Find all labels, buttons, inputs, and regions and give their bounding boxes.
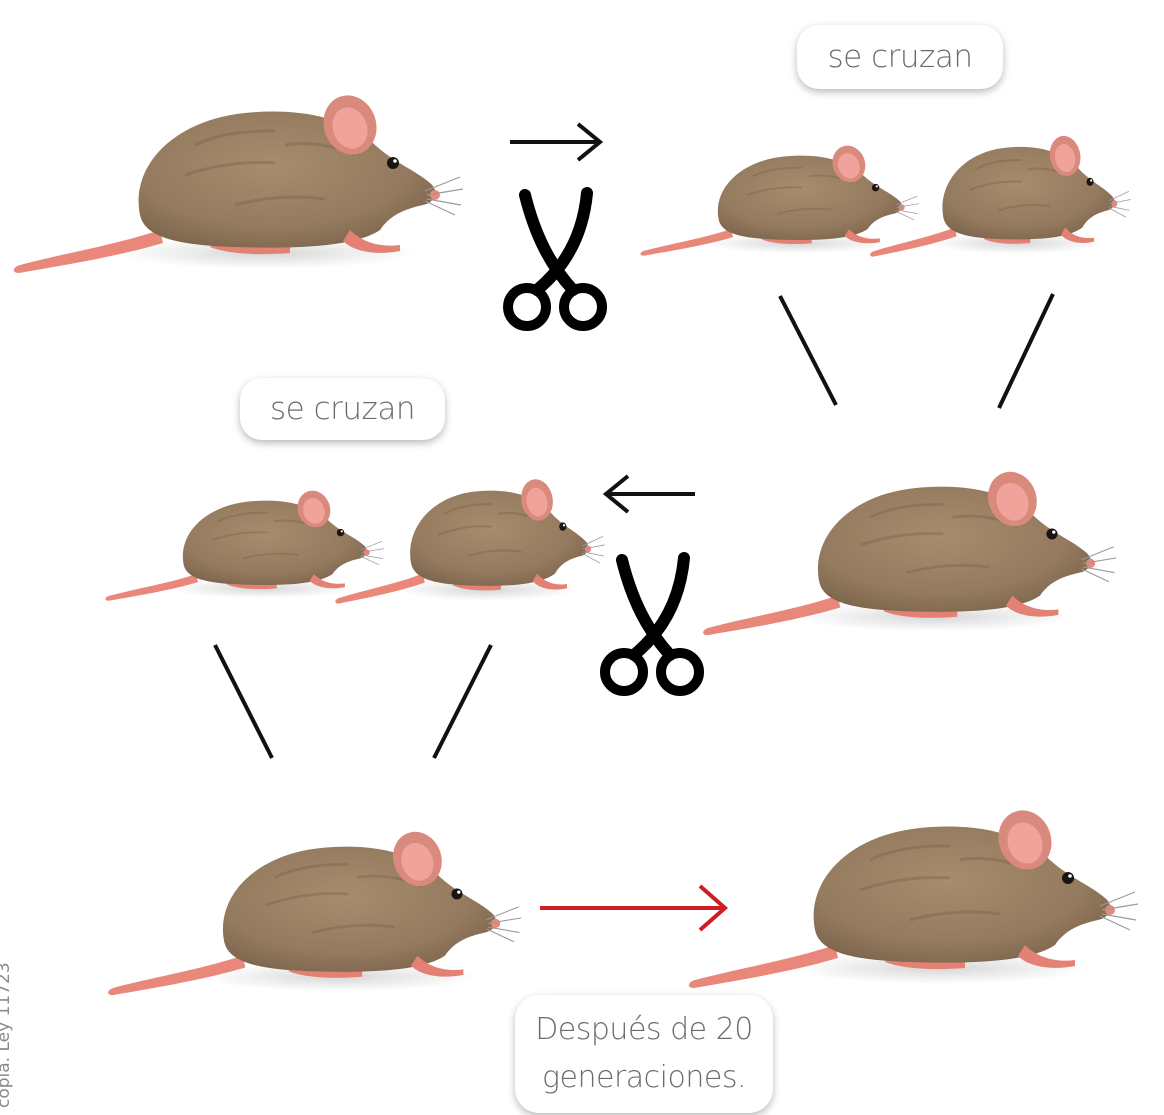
connector-lines-bottom [215,645,491,758]
arrow-right-icon [510,124,600,160]
connector-lines-top [780,294,1053,408]
mouse-offspring-2b [335,474,605,604]
crossing-label: se cruzan [240,378,445,440]
crossing-label-text: se cruzan [270,391,415,427]
mouse-offspring-generation-2 [108,825,521,995]
mouse-offspring-1b [870,131,1131,257]
crossing-label-text: se cruzan [828,39,973,75]
crossing-label: se cruzan [797,25,1003,89]
mouse-offspring-1a [640,141,918,256]
mouse-parent-top-left [14,88,463,273]
generations-label-line1: Después de 20 [535,1006,753,1054]
arrow-left-icon [606,476,695,512]
scissors-icon [605,558,699,691]
mouse-inbred-result [689,803,1138,988]
red-arrow-right-icon [540,886,725,930]
mouse-offspring-generation-1 [703,465,1116,635]
mouse-offspring-2a [105,486,383,601]
scissors-icon [508,193,602,326]
generations-label-line2: generaciones. [542,1054,746,1102]
generations-label: Después de 20 generaciones. [515,995,773,1113]
copyright-note: copia. Ley 11723 [0,962,14,1108]
